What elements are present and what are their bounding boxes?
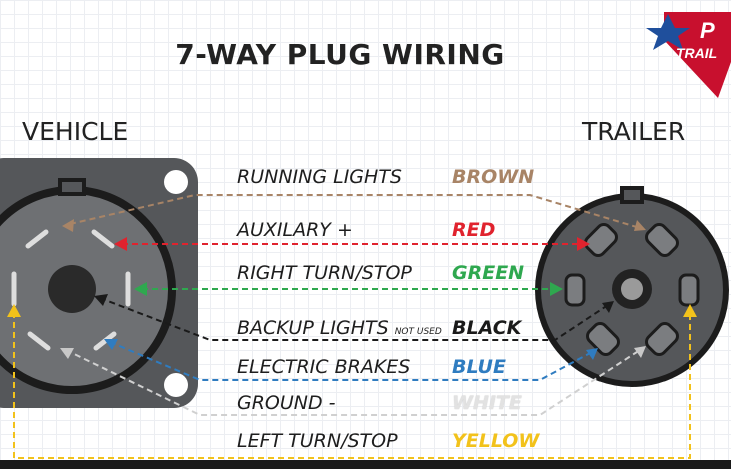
wire-color-black: BLACK [452,317,522,339]
wire-color-brown: BROWN [452,166,535,188]
arrow-yellow-vehicle [7,304,21,317]
diagram-title: 7-WAY PLUG WIRING [175,38,505,71]
wire-brown [69,194,641,229]
arrow-red-trailer [577,237,590,251]
wire-label-running-lights: RUNNING LIGHTS [237,166,402,188]
wire-label-ground: GROUND - [237,392,336,414]
wire-white [65,349,641,416]
vehicle-mount-hole-bottom [164,373,188,397]
wire-label-backup-lights: BACKUP LIGHTS NOT USED [237,317,442,339]
wire-label-left-turn-stop: LEFT TURN/STOP [237,430,398,452]
brand-logo: P TRAIL [646,12,731,98]
svg-text:TRAIL: TRAIL [676,45,717,61]
arrow-green-vehicle [134,282,147,296]
trailer-plug-key [620,186,644,204]
arrow-blue-vehicle [104,339,118,350]
wire-label-auxilary: AUXILARY + [237,219,353,241]
wire-color-red: RED [452,219,496,241]
wire-yellow [13,312,691,459]
wire-label-right-turn-stop: RIGHT TURN/STOP [237,262,412,284]
arrow-black-trailer [602,301,614,313]
wire-color-green: GREEN [452,262,525,284]
vehicle-socket-key [58,178,86,196]
arrow-green-trailer [550,282,563,296]
wire-label-electric-brakes: ELECTRIC BRAKES [237,356,411,378]
arrow-white-vehicle [60,348,74,359]
arrow-brown-trailer [634,220,646,231]
vehicle-center-pin [48,265,96,313]
wire-black [99,297,609,341]
arrow-brown-vehicle [62,219,74,232]
trailer-center-pin [621,278,643,300]
arrow-red-vehicle [114,237,127,251]
arrow-black-vehicle [94,294,108,306]
arrow-white-trailer [634,346,646,358]
svg-text:P: P [700,18,715,43]
wire-color-blue: BLUE [452,356,506,378]
vehicle-mount-hole-top [164,170,188,194]
bottom-bar [0,460,731,469]
wire-label-backup-lights-text: BACKUP LIGHTS [237,317,389,339]
trailer-label: TRAILER [582,117,686,146]
arrow-blue-trailer [586,348,598,360]
trailer-terminal-pins [564,223,700,356]
vehicle-label: VEHICLE [22,117,129,146]
vehicle-terminal-slots [11,229,131,351]
wire-color-white: WHITE [452,392,522,414]
wire-note-not-used: NOT USED [394,327,442,337]
arrow-yellow-trailer [683,304,697,317]
wire-color-yellow: YELLOW [452,430,540,452]
